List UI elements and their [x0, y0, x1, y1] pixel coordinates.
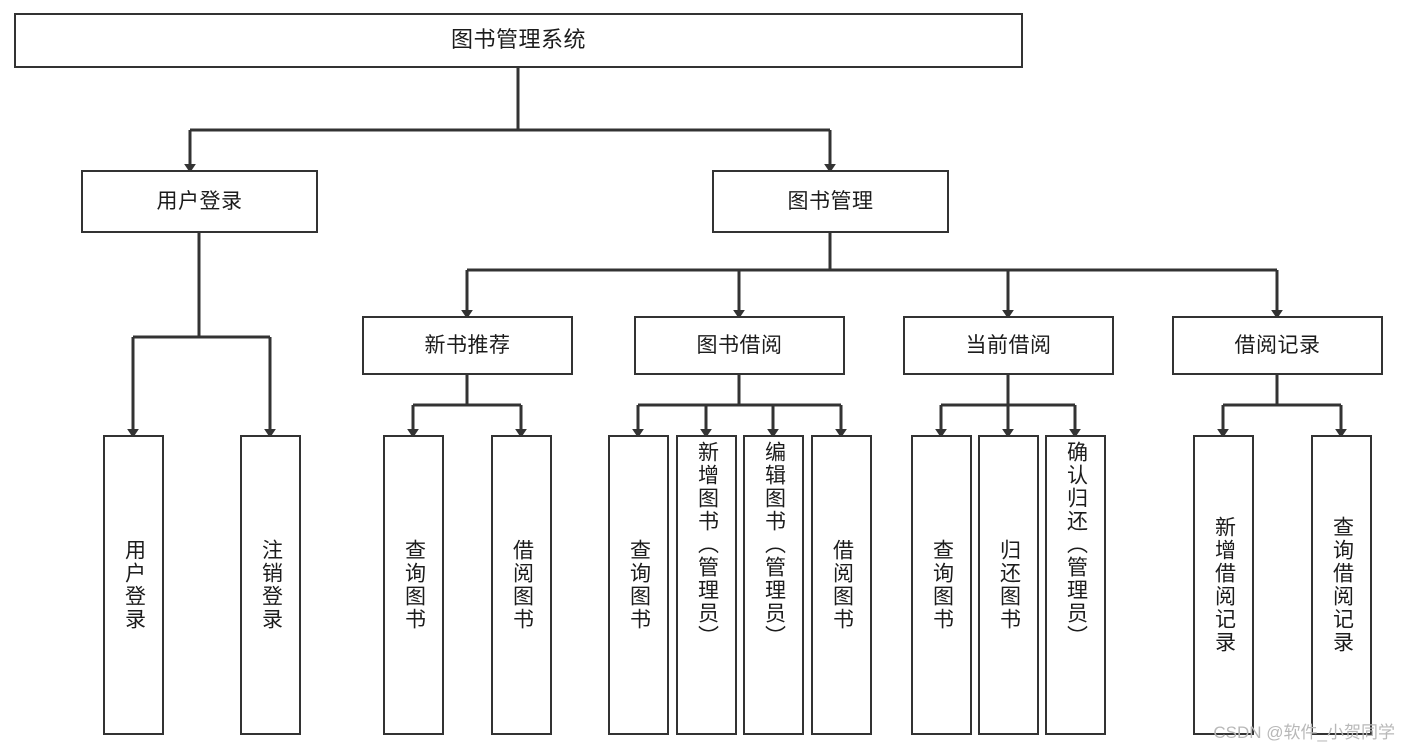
node-leaf-add-book[interactable]: 新增图书（管理员） — [676, 435, 737, 735]
node-label: 当前借阅 — [965, 333, 1052, 357]
node-leaf-add-record[interactable]: 新增借阅记录 — [1193, 435, 1254, 735]
node-root-book-management-system[interactable]: 图书管理系统 — [14, 13, 1023, 68]
node-current-borrow[interactable]: 当前借阅 — [903, 316, 1114, 375]
node-leaf-logout[interactable]: 注销登录 — [240, 435, 301, 735]
node-label: 图书管理系统 — [450, 27, 586, 53]
node-label: 用户登录 — [156, 189, 243, 213]
node-leaf-query-record[interactable]: 查询借阅记录 — [1311, 435, 1372, 735]
node-new-book-recommend[interactable]: 新书推荐 — [362, 316, 573, 375]
node-leaf-borrow-book-2[interactable]: 借阅图书 — [811, 435, 872, 735]
node-label: 新书推荐 — [424, 333, 511, 357]
node-leaf-borrow-book-1[interactable]: 借阅图书 — [491, 435, 552, 735]
node-user-login[interactable]: 用户登录 — [81, 170, 318, 233]
node-leaf-edit-book[interactable]: 编辑图书（管理员） — [743, 435, 804, 735]
node-label: 借阅记录 — [1234, 333, 1321, 357]
node-label: 查询借阅记录 — [1330, 516, 1354, 654]
node-leaf-query-book-2[interactable]: 查询图书 — [608, 435, 669, 735]
node-leaf-query-book-1[interactable]: 查询图书 — [383, 435, 444, 735]
node-label: 借阅图书 — [830, 539, 854, 631]
node-label: 归还图书 — [997, 539, 1021, 631]
node-label: 查询图书 — [627, 539, 651, 631]
node-leaf-query-book-3[interactable]: 查询图书 — [911, 435, 972, 735]
node-label: 编辑图书（管理员） — [762, 441, 786, 648]
node-label: 查询图书 — [402, 539, 426, 631]
node-label: 查询图书 — [930, 539, 954, 631]
node-leaf-return-book[interactable]: 归还图书 — [978, 435, 1039, 735]
node-label: 确认归还（管理员） — [1064, 441, 1088, 648]
node-leaf-user-login[interactable]: 用户登录 — [103, 435, 164, 735]
node-label: 借阅图书 — [510, 539, 534, 631]
node-label: 图书管理 — [787, 189, 874, 213]
node-label: 注销登录 — [259, 539, 283, 631]
node-label: 图书借阅 — [696, 333, 783, 357]
node-leaf-confirm-return[interactable]: 确认归还（管理员） — [1045, 435, 1106, 735]
node-borrow-record[interactable]: 借阅记录 — [1172, 316, 1383, 375]
node-book-manage[interactable]: 图书管理 — [712, 170, 949, 233]
csdn-watermark: CSDN @软件_小贺同学 — [1213, 723, 1395, 742]
node-label: 用户登录 — [122, 539, 146, 631]
node-label: 新增图书（管理员） — [695, 441, 719, 648]
node-label: 新增借阅记录 — [1212, 516, 1236, 654]
node-book-borrow[interactable]: 图书借阅 — [634, 316, 845, 375]
